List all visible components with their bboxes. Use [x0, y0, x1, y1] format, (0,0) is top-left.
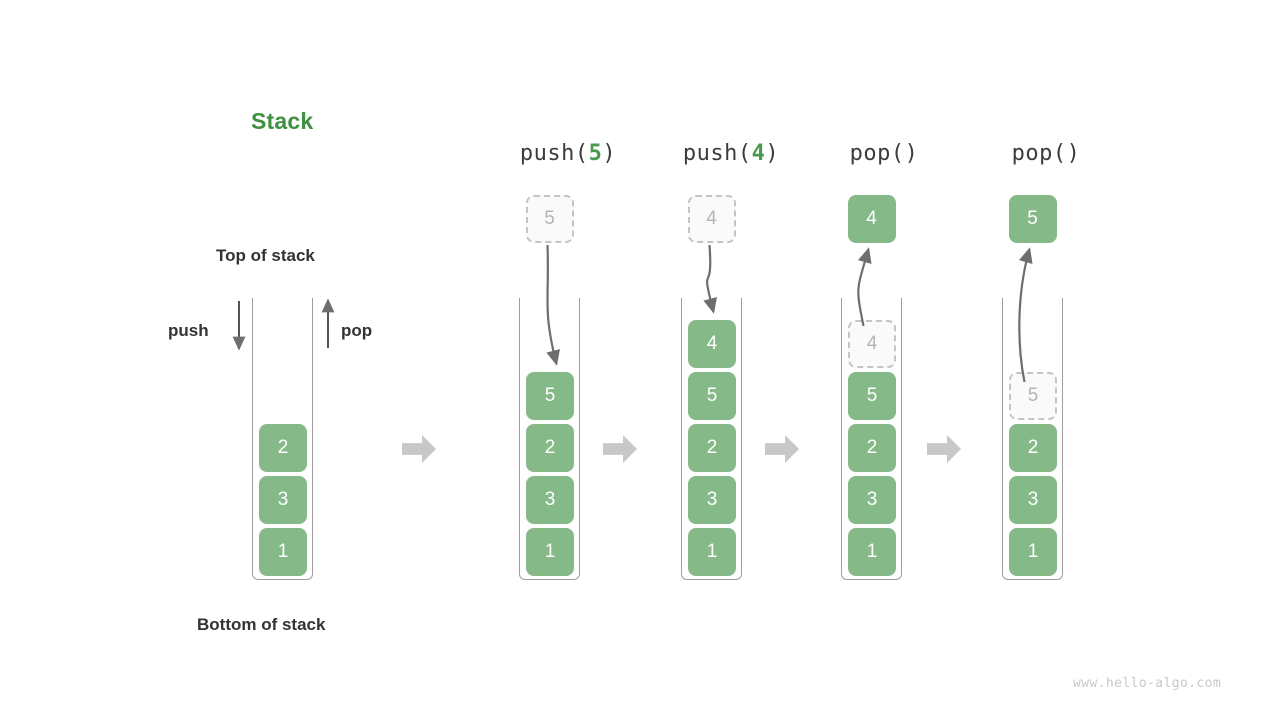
stack-cell-step-3-2: 2 — [848, 424, 896, 472]
stack-cell-step-1-3: 3 — [526, 476, 574, 524]
top-of-stack-label: Top of stack — [216, 246, 315, 265]
stack-cell-step-2-2: 2 — [688, 424, 736, 472]
transition-arrow-4 — [927, 435, 961, 463]
transition-arrow-2 — [603, 435, 637, 463]
pop-label: pop — [341, 321, 373, 340]
operation-argument: 5 — [588, 141, 603, 166]
operation-paren-close: ) — [602, 141, 617, 166]
stack-cell-initial-1: 1 — [259, 528, 307, 576]
stack-cell-step-2-3: 3 — [688, 476, 736, 524]
incoming-cell-4: 4 — [687, 195, 736, 243]
stack-container-step-2 — [681, 298, 742, 580]
stack-cell-initial-2: 2 — [259, 424, 307, 472]
operation-paren-close: ) — [765, 141, 780, 166]
popped-cell-5: 5 — [1008, 195, 1057, 243]
stack-container-step-3 — [841, 298, 902, 580]
stack-cell-step-3-3: 3 — [848, 476, 896, 524]
operation-paren-close: ) — [904, 141, 919, 166]
stack-container-step-4 — [1002, 298, 1063, 580]
stack-container-initial — [252, 298, 313, 580]
operation-name: pop( — [849, 141, 905, 166]
stack-cell-step-4-1: 1 — [1009, 528, 1057, 576]
push-label: push — [168, 321, 209, 340]
operation-name: push( — [519, 141, 589, 166]
bottom-of-stack-label: Bottom of stack — [197, 615, 326, 634]
stack-cell-step-4-2: 2 — [1009, 424, 1057, 472]
stack-cell-step-1-5: 5 — [526, 372, 574, 420]
stack-cell-step-1-1: 1 — [526, 528, 574, 576]
transition-arrow-1 — [402, 435, 436, 463]
operation-name: pop( — [1011, 141, 1067, 166]
transition-arrow-3 — [765, 435, 799, 463]
stack-cell-initial-3: 3 — [259, 476, 307, 524]
stack-cell-step-2-1: 1 — [688, 528, 736, 576]
page-title: Stack — [251, 108, 314, 134]
stack-cell-step-2-5: 5 — [688, 372, 736, 420]
operation-paren-close: ) — [1066, 141, 1081, 166]
stack-cell-step-2-4: 4 — [688, 320, 736, 368]
stack-cell-step-3-4: 4 — [848, 320, 896, 368]
incoming-cell-5: 5 — [525, 195, 574, 243]
stack-container-step-1 — [519, 298, 580, 580]
stack-cell-step-4-3: 3 — [1009, 476, 1057, 524]
stack-cell-step-3-1: 1 — [848, 528, 896, 576]
stack-cell-step-3-5: 5 — [848, 372, 896, 420]
stack-cell-step-1-2: 2 — [526, 424, 574, 472]
operation-argument: 4 — [751, 141, 766, 166]
popped-cell-4: 4 — [847, 195, 896, 243]
operation-name: push( — [682, 141, 752, 166]
watermark: www.hello-algo.com — [1073, 676, 1222, 691]
stack-cell-step-4-5: 5 — [1009, 372, 1057, 420]
